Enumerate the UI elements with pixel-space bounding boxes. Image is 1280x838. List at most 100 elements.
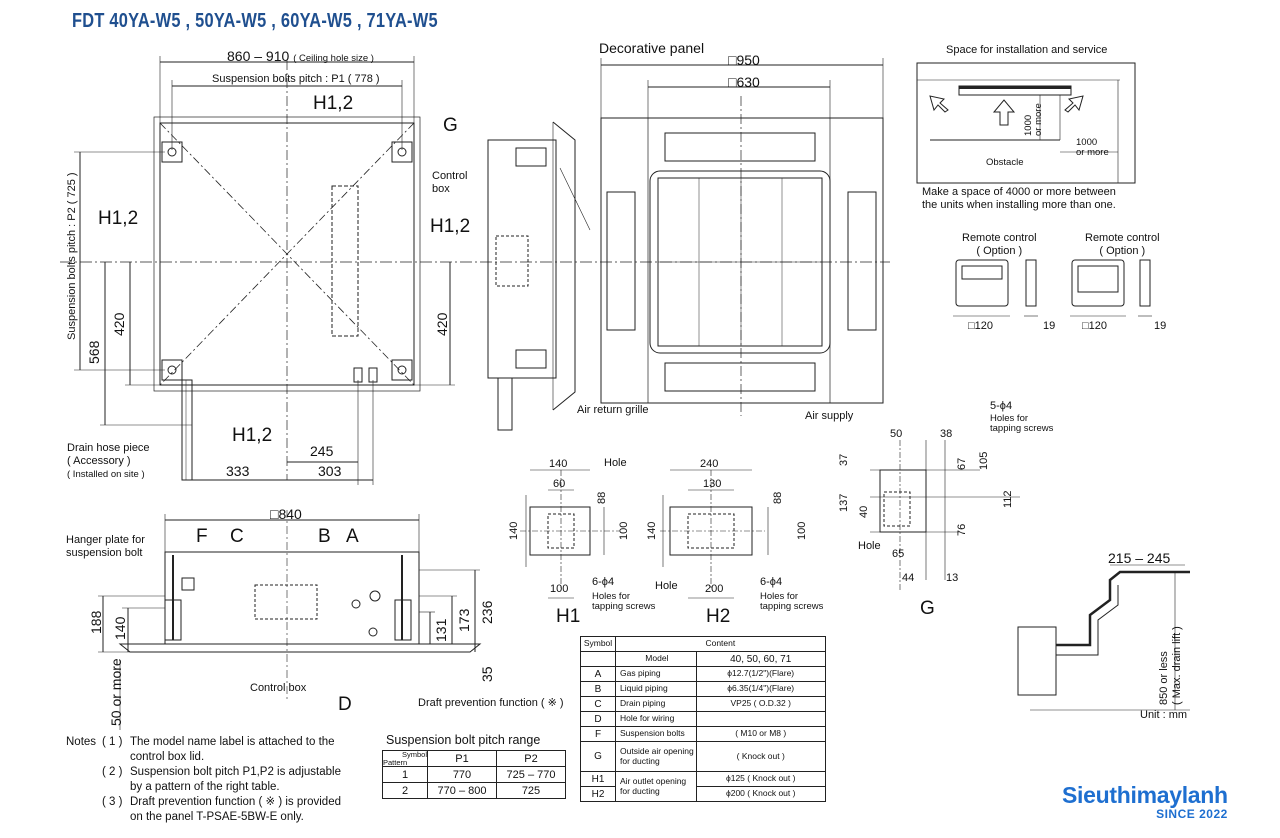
symbol-cell: F xyxy=(580,726,616,742)
note-1-num: ( 1 ) xyxy=(102,736,123,748)
h12-right: H1,2 xyxy=(430,216,471,237)
h2-d240: 240 xyxy=(700,458,719,470)
table-row: A Gas piping ϕ12.7(1/2")(Flare) xyxy=(580,666,826,682)
page-title: FDT 40YA-W5 , 50YA-W5 , 60YA-W5 , 71YA-W… xyxy=(72,10,438,32)
label-b: B xyxy=(318,526,331,547)
ceiling-hole-dim: 860 – 910 ( Ceiling hole size ) xyxy=(227,48,374,64)
g-screws-note: Holes for tapping screws xyxy=(990,413,1054,435)
g-screws: 5-ϕ4 xyxy=(990,400,1013,412)
pitch-cell: 725 xyxy=(496,782,566,799)
h2-screws-note: Holes for tapping screws xyxy=(760,591,824,613)
obstacle-label: Obstacle xyxy=(986,157,1024,168)
symbol-name-cell: Outside air opening for ducting xyxy=(615,741,697,772)
hdr-p1: P1 xyxy=(427,750,497,767)
table-row: F Suspension bolts ( M10 or M8 ) xyxy=(580,726,826,742)
dim-140-side: 140 xyxy=(112,616,128,640)
g-d105: 105 xyxy=(978,451,990,470)
ceiling-hole-value: 860 – 910 xyxy=(227,48,290,64)
symbol-name-cell: Air outlet opening for ducting xyxy=(615,771,697,802)
h1-d88: 88 xyxy=(596,491,608,504)
h2-hole: Hole xyxy=(655,580,678,592)
symbol-value-cell: VP25 ( O.D.32 ) xyxy=(695,696,826,712)
drain-d215: 215 – 245 xyxy=(1108,550,1171,566)
space-dim-1000-v: 1000 or more xyxy=(1023,103,1045,136)
table-row: H2 ϕ200 ( Knock out ) xyxy=(580,786,826,802)
brand-logo: Sieuthimaylanh SINCE 2022 xyxy=(1062,782,1228,821)
model-values: 40, 50, 60, 71 xyxy=(695,651,826,667)
h12-top: H1,2 xyxy=(313,93,354,114)
panel-title: Decorative panel xyxy=(599,40,705,56)
g-d37: 37 xyxy=(838,453,850,466)
dim-630: □630 xyxy=(728,74,760,90)
pitch-table: Symbol Pattern P1 P2 1 770 725 – 770 2 7… xyxy=(382,750,566,799)
dim-303: 303 xyxy=(318,463,342,479)
g-d50: 50 xyxy=(890,428,903,440)
symbol-name-cell: Hole for wiring xyxy=(615,711,697,727)
h12-bottom: H1,2 xyxy=(232,425,273,446)
air-return-label: Air return grille xyxy=(577,404,649,416)
symbol-cell: H2 xyxy=(580,786,616,802)
note-2-num: ( 2 ) xyxy=(102,766,123,778)
logo-name: Sieuthimaylanh xyxy=(1062,782,1228,808)
h1-d100: 100 xyxy=(550,583,569,595)
g-d65: 65 xyxy=(892,548,905,560)
label-g: G xyxy=(443,115,458,136)
remote1-title: Remote control ( Option ) xyxy=(962,232,1037,257)
dim-35: 35 xyxy=(479,666,495,682)
hdr-symbol-col: Symbol xyxy=(580,636,616,652)
hdr-p2: P2 xyxy=(496,750,566,767)
symbol-value-cell: ( Knock out ) xyxy=(695,741,826,772)
dim-950: □950 xyxy=(728,52,760,68)
table-row: D Hole for wiring xyxy=(580,711,826,727)
note-3: ( 3 ) Draft prevention function ( ※ ) is… xyxy=(66,795,341,825)
notes: Notes ( 1 ) The model name label is atta… xyxy=(66,735,341,825)
p2-label: Suspension bolts pitch : P2 ( 725 ) xyxy=(66,172,78,340)
h2-d200: 200 xyxy=(705,583,724,595)
symbol-cell: B xyxy=(580,681,616,697)
notes-label: Notes xyxy=(66,736,97,748)
h2-d100v: 100 xyxy=(796,521,808,540)
h2-name: H2 xyxy=(706,606,731,627)
symbol-name-cell: Liquid piping xyxy=(615,681,697,697)
table-row: G Outside air opening for ducting ( Knoc… xyxy=(580,741,826,772)
h12-left: H1,2 xyxy=(98,208,139,229)
symbol-value-cell xyxy=(695,711,826,727)
remote2-title: Remote control ( Option ) xyxy=(1085,232,1160,257)
dim-188: 188 xyxy=(88,610,104,634)
pitch-cell: 2 xyxy=(382,782,428,799)
label-c: C xyxy=(230,526,244,547)
table-row: 1 770 725 – 770 xyxy=(382,766,566,783)
dim-420-right: 420 xyxy=(434,312,450,336)
unit-label: Unit : mm xyxy=(1140,709,1188,721)
dim-420-left: 420 xyxy=(111,312,127,336)
pitch-header-symbol: Symbol Pattern xyxy=(382,750,428,767)
pitch-cell: 1 xyxy=(382,766,428,783)
h1-screws: 6-ϕ4 xyxy=(592,576,615,588)
hdr-pattern: Pattern xyxy=(383,757,408,767)
h2-d130: 130 xyxy=(703,478,722,490)
note-1-text: The model name label is attached to the … xyxy=(130,736,335,763)
table-row: B Liquid piping ϕ6.35(1/4")(Flare) xyxy=(580,681,826,697)
symbol-name-cell: Suspension bolts xyxy=(615,726,697,742)
space-title: Space for installation and service xyxy=(946,44,1108,56)
remote1-width: □120 xyxy=(968,320,993,332)
drain-lift: 850 or less ( Max. drain lift ) xyxy=(1158,626,1183,705)
dim-173: 173 xyxy=(456,608,472,632)
note-2: ( 2 ) Suspension bolt pitch P1,P2 is adj… xyxy=(66,765,341,795)
remote1-depth: 19 xyxy=(1043,320,1056,332)
pitch-cell: 725 – 770 xyxy=(496,766,566,783)
g-name: G xyxy=(920,598,935,619)
control-box-label: Control box xyxy=(432,170,468,195)
symbol-cell: A xyxy=(580,666,616,682)
h1-d140v: 140 xyxy=(508,521,520,540)
note-3-text: Draft prevention function ( ※ ) is provi… xyxy=(130,796,341,823)
dim-131: 131 xyxy=(433,618,449,642)
h1-screws-note: Holes for tapping screws xyxy=(592,591,656,613)
control-box-side-label: Control box xyxy=(250,682,307,694)
g-d67: 67 xyxy=(956,457,968,470)
symbol-name-cell: Drain piping xyxy=(615,696,697,712)
g-hole: Hole xyxy=(858,540,881,552)
hanger-label: Hanger plate for suspension bolt xyxy=(66,534,145,559)
model-label: Model xyxy=(615,651,697,667)
